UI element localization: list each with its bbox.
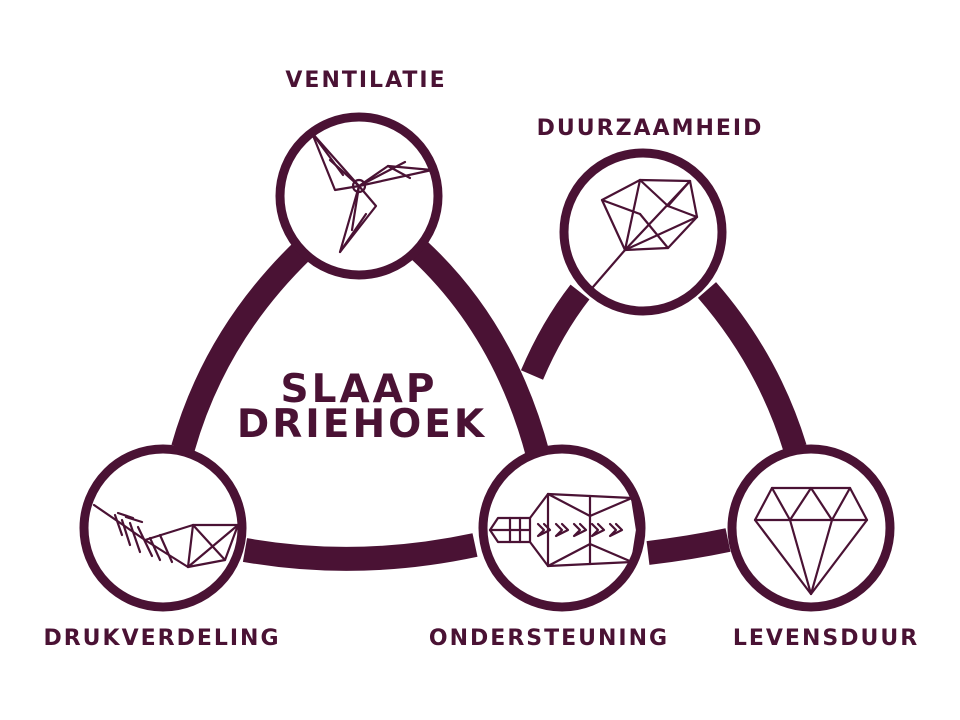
pinwheel-icon [310, 131, 434, 254]
node-duurzaamheid-label: DUURZAAMHEID [537, 116, 764, 141]
edge-ventilatie-drukverdeling [171, 241, 312, 452]
edge-ventilatie-ondersteuning [410, 241, 550, 459]
node-ventilatie: VENTILATIE [275, 68, 446, 280]
node-ondersteuning-label: ONDERSTEUNING [429, 626, 669, 651]
edge-drukverdeling-ondersteuning [242, 533, 478, 571]
edge-duurzaamheid-levensduur [697, 282, 807, 452]
title-line-1: SLAAP [281, 367, 438, 412]
title-line-2: DRIEHOEK [237, 402, 487, 447]
node-levensduur-label: LEVENSDUUR [733, 626, 919, 651]
spine-icon [488, 492, 639, 568]
right-triangle-connectors [520, 282, 807, 565]
left-triangle-connectors [171, 241, 550, 571]
leaf-icon [591, 178, 699, 289]
feather-icon [92, 503, 240, 569]
node-drukverdeling-label: DRUKVERDELING [43, 626, 280, 651]
node-duurzaamheid: DUURZAAMHEID [537, 116, 764, 316]
edge-ondersteuning-levensduur [646, 528, 731, 565]
node-drukverdeling: DRUKVERDELING [43, 444, 280, 651]
node-ondersteuning: ONDERSTEUNING [429, 444, 669, 651]
edge-duurzaamheid-ondersteuning [520, 284, 590, 380]
node-ventilatie-circle [275, 112, 443, 280]
node-levensduur-circle [727, 444, 895, 612]
node-levensduur: LEVENSDUUR [727, 444, 919, 651]
diamond-icon [753, 486, 869, 596]
node-drukverdeling-circle [79, 444, 247, 612]
node-ventilatie-label: VENTILATIE [285, 68, 446, 93]
center-title: SLAAP DRIEHOEK [237, 367, 487, 447]
node-ondersteuning-circle [478, 444, 646, 612]
